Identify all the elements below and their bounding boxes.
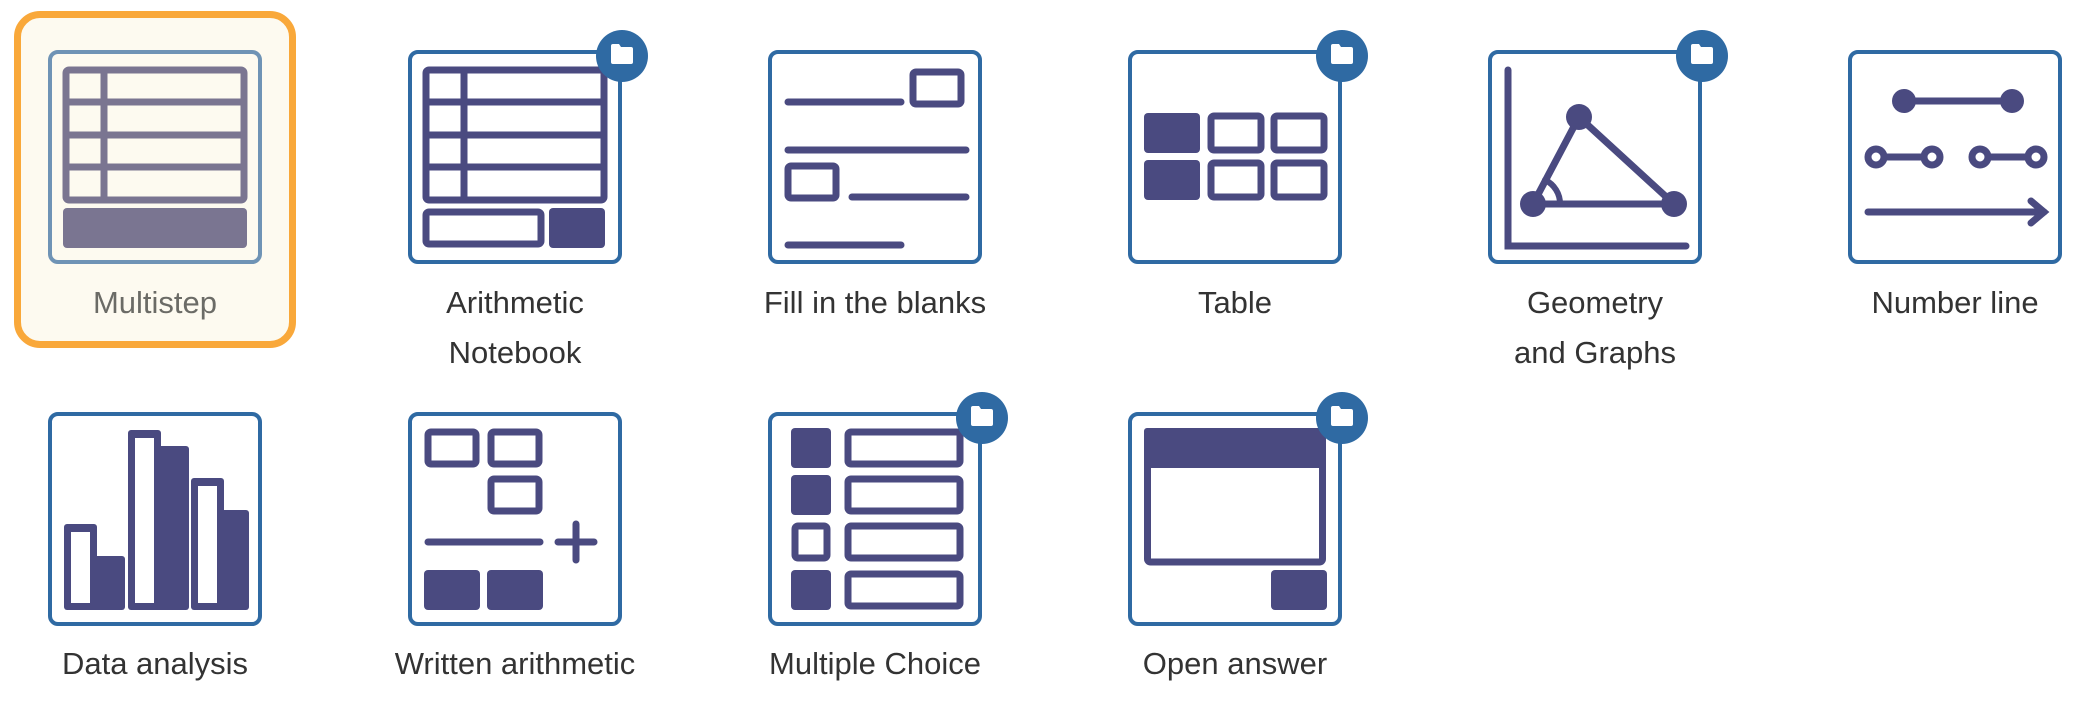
table-icon (1144, 112, 1328, 201)
folder-icon (1331, 406, 1353, 426)
geometry-graphs-icon (1504, 66, 1690, 250)
arithmetic-notebook-icon (422, 66, 608, 248)
tile-icon-box (1848, 50, 2062, 264)
tile-label: Multistep (92, 285, 218, 320)
tile-label: Data analysis (61, 646, 249, 681)
tile-number-line[interactable]: Number line (1814, 11, 2082, 348)
written-arithmetic-icon (424, 428, 598, 610)
number-line-icon (1864, 89, 2050, 227)
tile-open-answer[interactable]: Open answer (1094, 373, 1376, 710)
open-answer-icon (1144, 428, 1327, 610)
folder-badge[interactable] (956, 392, 1008, 444)
tile-label: Open answer (1142, 646, 1328, 681)
tile-label: Geometry and Graphs (1514, 285, 1676, 370)
folder-icon (1331, 44, 1353, 64)
folder-badge[interactable] (1316, 392, 1368, 444)
tile-icon-box (768, 50, 982, 264)
tile-multistep[interactable]: Multistep (14, 11, 296, 348)
tile-data-analysis[interactable]: Data analysis (14, 373, 296, 710)
fill-in-blanks-icon (784, 68, 970, 249)
tile-table[interactable]: Table (1094, 11, 1376, 348)
folder-icon (971, 406, 993, 426)
tile-label: Multiple Choice (769, 646, 981, 681)
tile-icon-box (48, 412, 262, 626)
tile-fill-in-blanks[interactable]: Fill in the blanks (734, 11, 1016, 348)
tile-geometry-graphs[interactable]: Geometry and Graphs (1454, 11, 1736, 370)
tile-label: Number line (1871, 285, 2039, 320)
multistep-icon (62, 66, 248, 248)
folder-badge[interactable] (596, 30, 648, 82)
tile-icon-box (48, 50, 262, 264)
tile-arithmetic-notebook[interactable]: Arithmetic Notebook (374, 11, 656, 370)
tile-icon-box (768, 392, 1008, 626)
tile-label: Fill in the blanks (763, 285, 987, 320)
folder-icon (1691, 44, 1713, 64)
tile-icon-box (408, 412, 622, 626)
tile-icon-box (1128, 30, 1368, 264)
folder-icon (611, 44, 633, 64)
folder-badge[interactable] (1316, 30, 1368, 82)
tile-written-arithmetic[interactable]: Written arithmetic (374, 373, 656, 710)
tile-icon-box (1128, 392, 1368, 626)
tile-icon-box (1488, 30, 1728, 264)
tile-label: Written arithmetic (394, 646, 636, 681)
tile-multiple-choice[interactable]: Multiple Choice (734, 373, 1016, 710)
folder-badge[interactable] (1676, 30, 1728, 82)
tile-icon-box (408, 30, 648, 264)
bar-chart-icon (64, 430, 249, 610)
multiple-choice-icon (791, 428, 964, 610)
tile-label: Arithmetic Notebook (446, 285, 584, 370)
tile-label: Table (1197, 285, 1273, 320)
